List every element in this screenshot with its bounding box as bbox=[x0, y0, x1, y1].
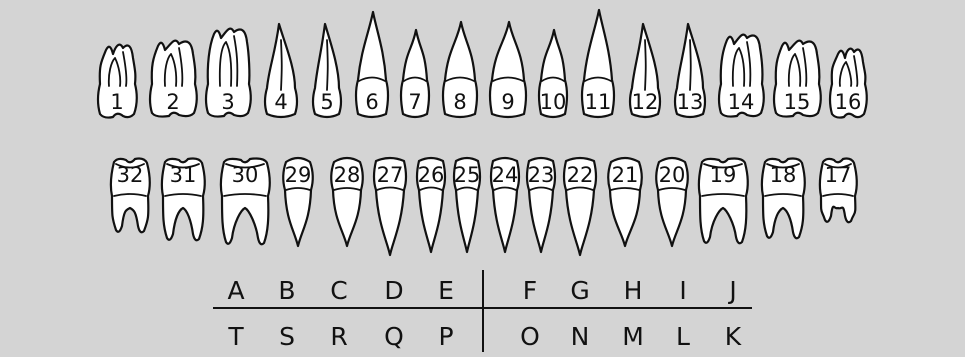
tooth-number-label: 21 bbox=[612, 163, 639, 187]
upper-tooth-15: 15 bbox=[774, 41, 821, 117]
primary-letter-g: G bbox=[570, 276, 589, 305]
tooth-detail bbox=[645, 40, 646, 90]
tooth-number-label: 13 bbox=[677, 90, 704, 114]
tooth-number-label: 4 bbox=[274, 90, 287, 114]
tooth-number-label: 29 bbox=[285, 163, 312, 187]
tooth-number-label: 10 bbox=[540, 90, 567, 114]
primary-letter-l: L bbox=[676, 322, 690, 351]
primary-letter-r: R bbox=[330, 322, 347, 351]
tooth-number-label: 7 bbox=[408, 90, 421, 114]
tooth-number-label: 24 bbox=[492, 163, 519, 187]
tooth-number-label: 31 bbox=[170, 163, 197, 187]
tooth-number-label: 8 bbox=[453, 90, 466, 114]
primary-letter-j: J bbox=[727, 276, 736, 305]
primary-letter-c: C bbox=[330, 276, 347, 305]
tooth-number-label: 25 bbox=[454, 163, 481, 187]
tooth-number-label: 1 bbox=[110, 90, 123, 114]
tooth-number-label: 23 bbox=[528, 163, 555, 187]
primary-letter-i: I bbox=[679, 276, 686, 305]
primary-letter-k: K bbox=[725, 322, 742, 351]
tooth-number-label: 26 bbox=[418, 163, 445, 187]
primary-letter-e: E bbox=[438, 276, 454, 305]
tooth-number-label: 27 bbox=[377, 163, 404, 187]
tooth-number-label: 2 bbox=[166, 90, 179, 114]
primary-letter-t: T bbox=[227, 322, 244, 351]
upper-tooth-1: 1 bbox=[98, 45, 137, 118]
primary-letter-q: Q bbox=[384, 322, 404, 351]
tooth-number-label: 15 bbox=[784, 90, 811, 114]
tooth-number-label: 28 bbox=[334, 163, 361, 187]
primary-letter-h: H bbox=[624, 276, 643, 305]
tooth-number-label: 32 bbox=[117, 163, 144, 187]
primary-letter-p: P bbox=[438, 322, 453, 351]
primary-letter-f: F bbox=[523, 276, 537, 305]
tooth-number-label: 30 bbox=[232, 163, 259, 187]
tooth-number-label: 5 bbox=[320, 90, 333, 114]
tooth-number-label: 16 bbox=[835, 90, 862, 114]
tooth-number-label: 20 bbox=[659, 163, 686, 187]
primary-letter-s: S bbox=[279, 322, 295, 351]
tooth-number-label: 18 bbox=[770, 163, 797, 187]
tooth-number-label: 14 bbox=[728, 90, 755, 114]
tooth-number-label: 12 bbox=[632, 90, 659, 114]
tooth-number-label: 9 bbox=[501, 90, 514, 114]
upper-tooth-16: 16 bbox=[830, 49, 867, 118]
tooth-number-label: 6 bbox=[365, 90, 378, 114]
tooth-detail bbox=[690, 40, 691, 90]
primary-letter-o: O bbox=[520, 322, 540, 351]
tooth-detail bbox=[281, 40, 282, 90]
upper-tooth-2: 2 bbox=[150, 41, 197, 117]
upper-tooth-14: 14 bbox=[719, 35, 764, 117]
tooth-detail bbox=[327, 40, 328, 90]
tooth-number-label: 22 bbox=[567, 163, 594, 187]
tooth-number-label: 3 bbox=[221, 90, 234, 114]
tooth-number-label: 19 bbox=[710, 163, 737, 187]
tooth-number-label: 17 bbox=[825, 163, 852, 187]
primary-letter-a: A bbox=[227, 276, 244, 305]
upper-tooth-3: 3 bbox=[206, 29, 251, 117]
primary-letter-n: N bbox=[571, 322, 590, 351]
primary-letter-b: B bbox=[278, 276, 295, 305]
primary-letter-d: D bbox=[384, 276, 403, 305]
tooth-number-label: 11 bbox=[585, 90, 612, 114]
primary-letter-m: M bbox=[622, 322, 644, 351]
